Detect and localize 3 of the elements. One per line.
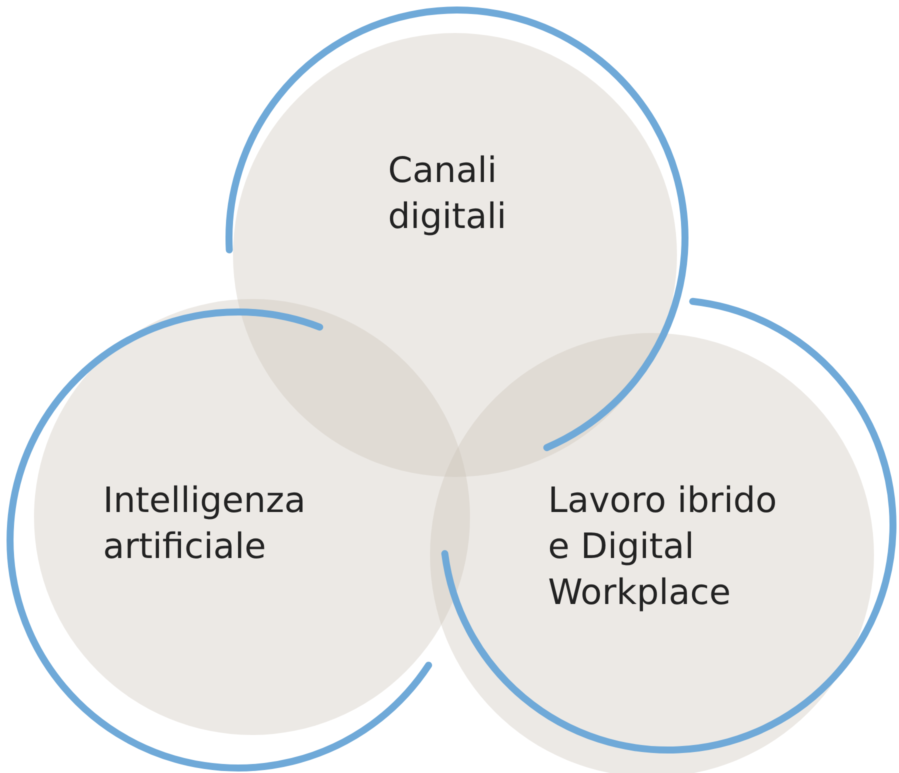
circle-label: Canali digitali — [388, 150, 508, 239]
circle-label: Intelligenza artificiale — [103, 480, 307, 569]
circle-label: Lavoro ibrido e Digital Workplace — [548, 480, 778, 615]
